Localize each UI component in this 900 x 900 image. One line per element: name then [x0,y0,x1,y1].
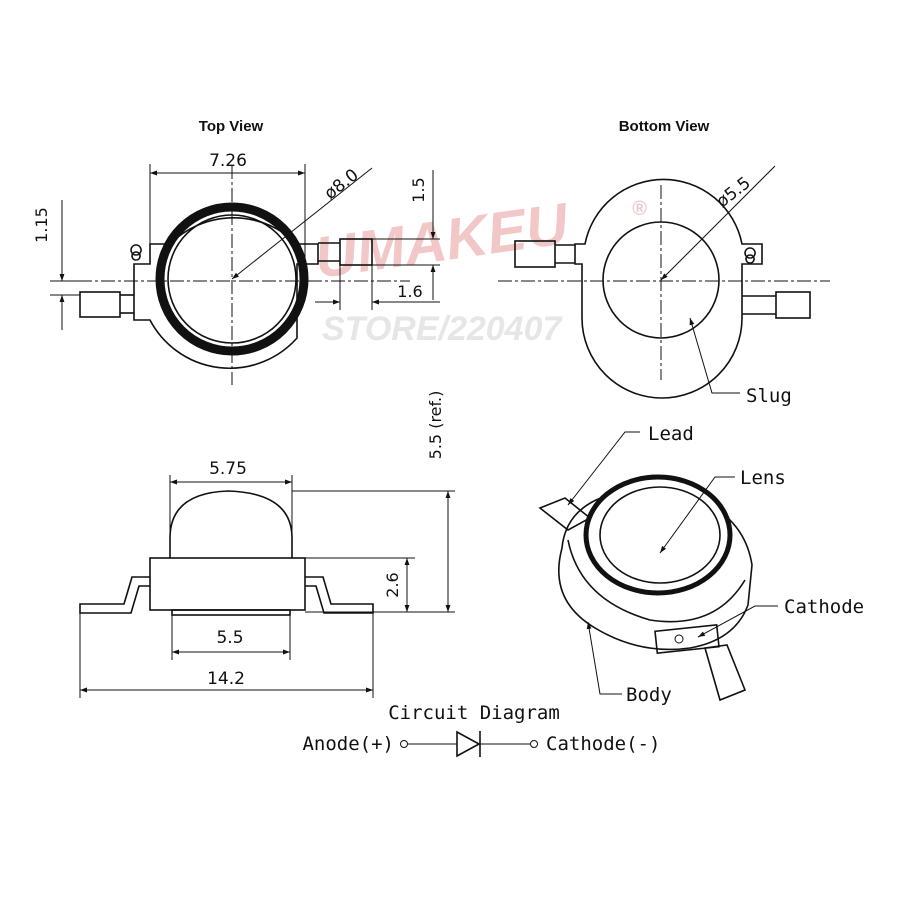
body-label: Body [626,684,672,706]
diode-triangle [456,730,481,758]
dim-top-width: 7.26 [209,151,247,171]
top-cathode-pad [339,238,373,266]
dim-lens-dia-leader [231,167,373,280]
bottom-polarity-mark [744,247,756,264]
bottom-slug-circle [602,221,720,339]
side-base [171,609,291,616]
side-body [149,557,306,611]
side-lens-dome [169,490,293,558]
side-view: 5.75 5.5 14.2 2.6 5.5 (ref.) [79,391,455,698]
top-view-title: Top View [199,118,264,135]
lead-leader [567,431,640,506]
isometric-view: Lead Lens Cathode Body [538,423,864,706]
bottom-view-title: Bottom View [619,118,710,135]
dim-lead-height: 1.5 [409,177,428,202]
watermark-store: STORE/220407 [322,310,564,348]
dim-body-height: 2.6 [383,572,402,597]
circuit-title: Circuit Diagram [388,702,560,724]
top-body-outline [133,216,319,370]
iso-lead-left [538,497,592,531]
bottom-lead-left [514,240,556,268]
anode-terminal [400,740,408,748]
dim-total-height: 5.5 (ref.) [426,391,445,460]
cathode-label: Cathode [784,596,864,618]
dim-lead-gap: 1.6 [397,282,422,301]
side-lead-left [79,576,150,614]
slug-label: Slug [746,385,792,407]
top-lens-inner [167,214,297,344]
dim-base-width: 5.5 [216,628,243,648]
dim-lens-dia: ø8.0 [321,165,363,204]
dim-total-length: 14.2 [207,669,245,689]
bottom-view: Bottom View ø5.5 Slug [498,118,830,407]
iso-cathode-pad [654,623,720,655]
body-leader [586,621,622,695]
lens-label: Lens [740,467,786,489]
dim-lens-width: 5.75 [209,459,247,479]
iso-lens [599,486,721,584]
iso-lens-ring [583,474,733,596]
cathode-circuit-label: Cathode(-) [546,733,660,755]
watermark-registered: ® [632,198,647,220]
slug-leader [689,317,740,394]
lead-label: Lead [648,423,694,445]
iso-body-top-edge [567,539,746,623]
bottom-lead-right [775,291,811,319]
bottom-body-outline [574,178,763,399]
dim-slug-dia-leader [660,165,776,281]
cathode-leader [697,605,778,638]
anode-label: Anode(+) [302,733,394,755]
lens-leader [659,476,735,554]
top-polarity-mark [130,244,142,261]
circuit-diagram: Circuit Diagram Anode(+) Cathode(-) [302,702,660,758]
side-lead-right [305,576,374,614]
iso-lead-right [703,644,747,702]
top-anode-pad [79,291,121,318]
dim-lead-offset: 1.15 [32,207,51,243]
top-lens-ring [155,202,309,356]
dim-slug-dia: ø5.5 [713,173,755,212]
cathode-terminal [530,740,538,748]
